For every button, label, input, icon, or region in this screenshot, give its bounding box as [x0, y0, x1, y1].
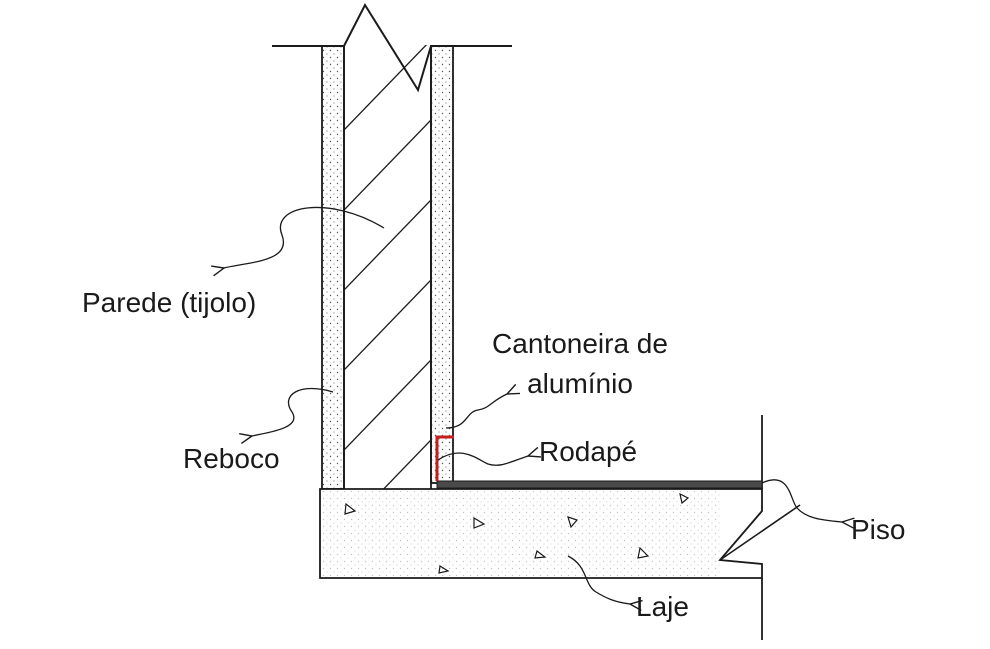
label-laje: Laje: [636, 591, 689, 622]
laje-slab: [319, 415, 801, 640]
reboco-left: [321, 45, 345, 490]
cantoneira-aluminio: [435, 435, 454, 481]
label-cantoneira-2: alumínio: [527, 368, 633, 399]
label-piso: Piso: [851, 514, 906, 545]
label-rodape: Rodapé: [539, 436, 638, 467]
leader-parede: [224, 206, 385, 268]
leader-rodape: [437, 453, 528, 466]
leader-reboco: [252, 387, 334, 436]
leader-laje: [567, 555, 630, 604]
parede-tijolo: [343, 45, 432, 489]
break-line: [272, 2, 512, 93]
leader-cantoneira: [445, 394, 507, 429]
reboco-right: [430, 45, 454, 484]
label-reboco: Reboco: [183, 443, 280, 474]
piso-floor: [436, 480, 763, 489]
label-cantoneira-1: Cantoneira de: [492, 328, 668, 359]
leader-piso: [761, 479, 842, 522]
label-parede: Parede (tijolo): [82, 287, 257, 318]
